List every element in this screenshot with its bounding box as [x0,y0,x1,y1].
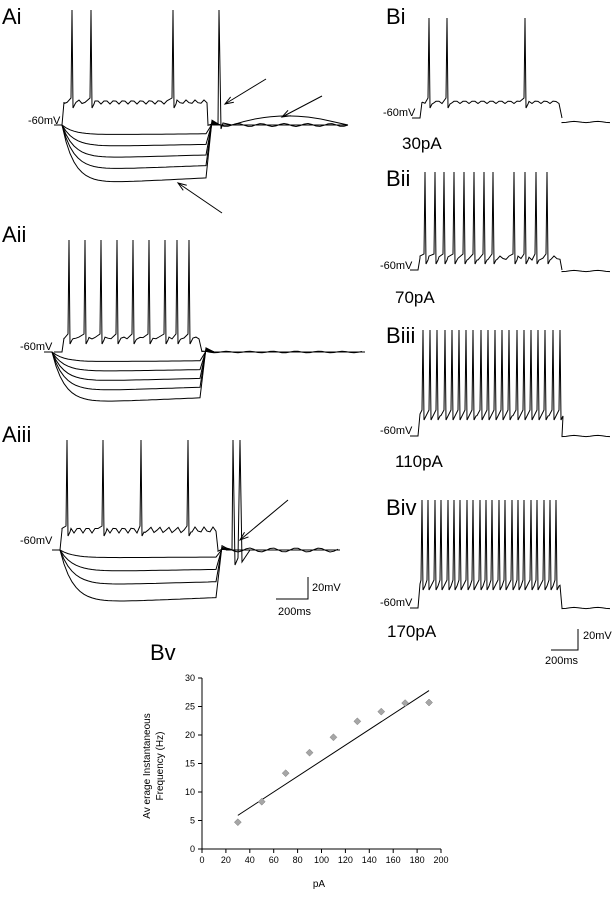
scalebar-a-time: 200ms [278,606,312,618]
vm-label-ai: -60mV [28,115,61,127]
arrow-ai-sag-head [176,182,187,191]
trace-ai-tail [207,122,349,128]
chart-point [377,707,386,716]
panel-label-bii: Bii [386,166,411,191]
trace-ai-depol [54,9,209,126]
chart-point [305,748,314,757]
current-label-bii: 70pA [395,288,435,307]
chart-xlabel: pA [313,879,326,890]
trace-aii-hyper [44,348,365,391]
trace-biii-tail [561,434,611,438]
trace-ai-hyper [54,123,348,135]
current-label-biv: 170pA [387,622,437,641]
chart-point [329,733,338,742]
trace-ai-hyper [54,122,348,147]
chart-ylabel-line1: Av erage Instantaneous [142,713,153,818]
scalebar-a-voltage: 20mV [312,582,341,594]
chart-xtick-label: 120 [338,855,353,865]
chart-ytick-label: 30 [185,673,195,683]
trace-aiii-depol [52,439,219,551]
trace-ai-hyper [54,121,348,158]
trace-aii-hyper [44,347,365,402]
vm-label-aiii: -60mV [20,535,53,547]
chart-xtick-label: 100 [314,855,329,865]
arrow-ai-rebound-head [223,96,234,105]
chart-point [401,699,410,707]
chart-trendline [237,690,430,816]
trace-bii [410,171,563,271]
vm-label-biii: -60mV [380,425,413,437]
arrow-aiii-rebound-head [238,531,249,541]
chart-ytick-label: 25 [185,702,195,712]
chart-ytick-label: 5 [190,816,195,826]
vm-label-bii: -60mV [380,260,413,272]
trace-aii-hyper [44,348,365,381]
vm-label-bi: -60mV [383,107,416,119]
trace-bi [412,17,563,119]
current-label-biii: 110pA [395,452,443,471]
arrow-ai-sag [177,182,223,214]
chart-xtick-label: 40 [245,855,255,865]
chart-xtick-label: 60 [269,855,279,865]
panel-label-bv: Bv [150,640,176,665]
chart-xtick-label: 180 [410,855,425,865]
trace-aii-hyper [44,349,365,372]
trace-aii-depol [54,239,203,353]
trace-ai-hyper [54,120,348,169]
trace-biv-tail [561,606,611,610]
trace-aiii-rebound-spike [226,439,251,566]
scalebar-a [276,577,309,600]
chart-point [281,769,290,778]
chart-point [353,717,362,726]
trace-aii-tail [201,350,363,354]
arrow-ai-afterdepol-head [280,110,291,118]
chart-xtick-label: 20 [221,855,231,865]
panel-label-bi: Bi [386,4,406,29]
trace-aii-hyper [44,350,365,362]
trace-ai-hyper [54,119,348,183]
trace-bii-tail [561,269,611,273]
trace-aiii-hyper [52,544,340,602]
trace-biv [410,499,563,609]
trace-aiii-hyper [52,546,340,585]
arrow-ai-rebound [224,78,267,105]
chart-ytick-label: 15 [185,759,195,769]
trace-aiii-hyper [52,548,340,559]
vm-label-aii: -60mV [20,341,53,353]
scalebar-b-voltage: 20mV [583,630,612,642]
chart-point [425,698,433,707]
current-label-bi: 30pA [402,134,442,153]
chart-xtick-label: 0 [199,855,204,865]
arrow-aiii-rebound [239,499,289,541]
panel-label-aii: Aii [2,222,27,247]
trace-bi-tail [561,120,611,124]
chart-ytick-label: 0 [190,844,195,854]
trace-biii [410,329,564,437]
panel-label-aiii: Aiii [2,422,32,447]
chart-ytick-label: 10 [185,787,195,797]
chart-ylabel-line2: Frequency (Hz) [155,732,166,801]
trace-ai-rebound-spike [208,9,233,130]
chart-point [257,797,266,806]
chart-xtick-label: 200 [433,855,448,865]
panel-label-biii: Biii [386,323,416,348]
scalebar-b [551,629,579,651]
vm-label-biv: -60mV [380,597,413,609]
chart-ytick-label: 20 [185,730,195,740]
chart-xtick-label: 140 [362,855,377,865]
arrow-ai-afterdepol [281,95,323,118]
panel-label-biv: Biv [386,495,417,520]
chart-xtick-label: 160 [386,855,401,865]
panel-label-ai: Ai [2,4,22,29]
chart-xtick-label: 80 [293,855,303,865]
trace-aiii-hyper [52,547,340,572]
scalebar-b-time: 200ms [545,655,579,667]
chart-point [233,818,242,827]
